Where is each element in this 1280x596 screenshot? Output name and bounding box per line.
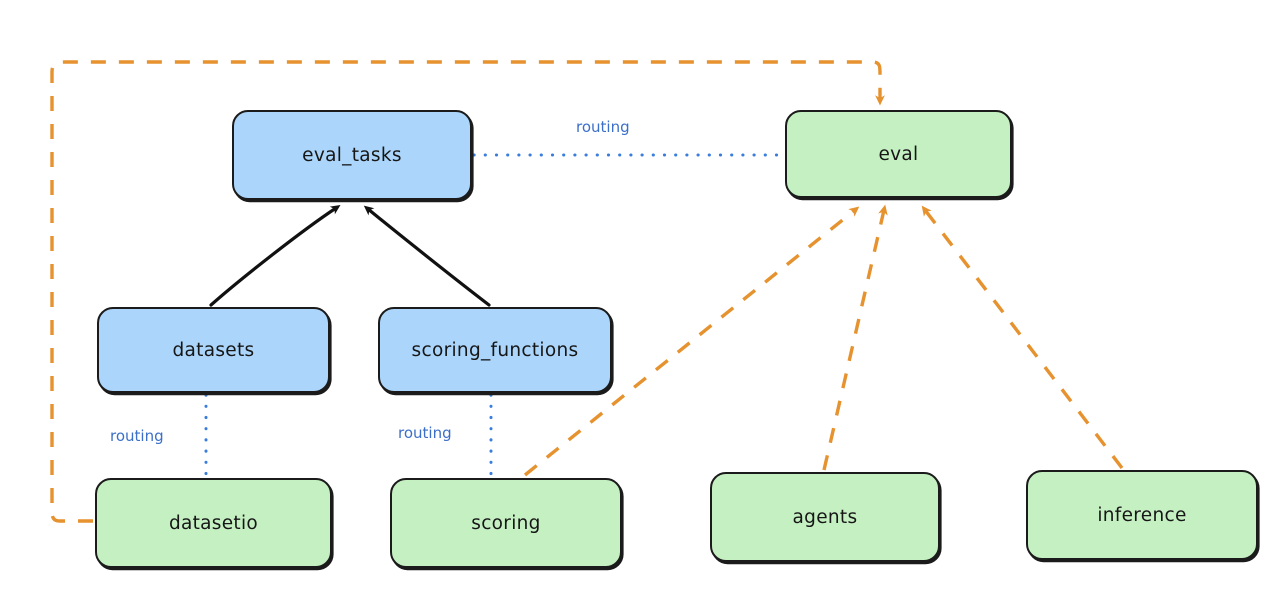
node-label: eval_tasks: [302, 144, 402, 166]
edge-inference-to-eval: [921, 205, 1124, 470]
node-scoring[interactable]: scoring: [390, 478, 622, 568]
node-label: datasets: [172, 339, 255, 361]
node-label: scoring_functions: [411, 339, 579, 361]
node-agents[interactable]: agents: [710, 472, 940, 562]
node-label: scoring: [471, 512, 541, 534]
edge-label-routing-eval-tasks-eval: routing: [576, 118, 630, 136]
node-label: inference: [1097, 504, 1187, 526]
edge-datasets-to-eval-tasks: [209, 205, 341, 307]
edge-label-routing-scoring-functions-scoring: routing: [398, 424, 452, 442]
node-label: datasetio: [168, 512, 259, 534]
node-scoring-functions[interactable]: scoring_functions: [378, 307, 612, 393]
node-inference[interactable]: inference: [1026, 470, 1258, 560]
node-label: eval: [878, 143, 919, 165]
edge-agents-to-eval: [822, 204, 888, 471]
edge-label-routing-datasets-datasetio: routing: [110, 427, 164, 445]
edge-scoring-functions-to-eval-tasks: [363, 205, 491, 307]
node-datasets[interactable]: datasets: [97, 307, 330, 393]
edge-datasetio-to-eval: [50, 60, 885, 523]
node-eval[interactable]: eval: [785, 110, 1012, 198]
node-datasetio[interactable]: datasetio: [95, 478, 332, 568]
edge-scoring-to-eval: [523, 206, 860, 477]
node-eval-tasks[interactable]: eval_tasks: [232, 110, 472, 200]
node-label: agents: [792, 506, 858, 528]
